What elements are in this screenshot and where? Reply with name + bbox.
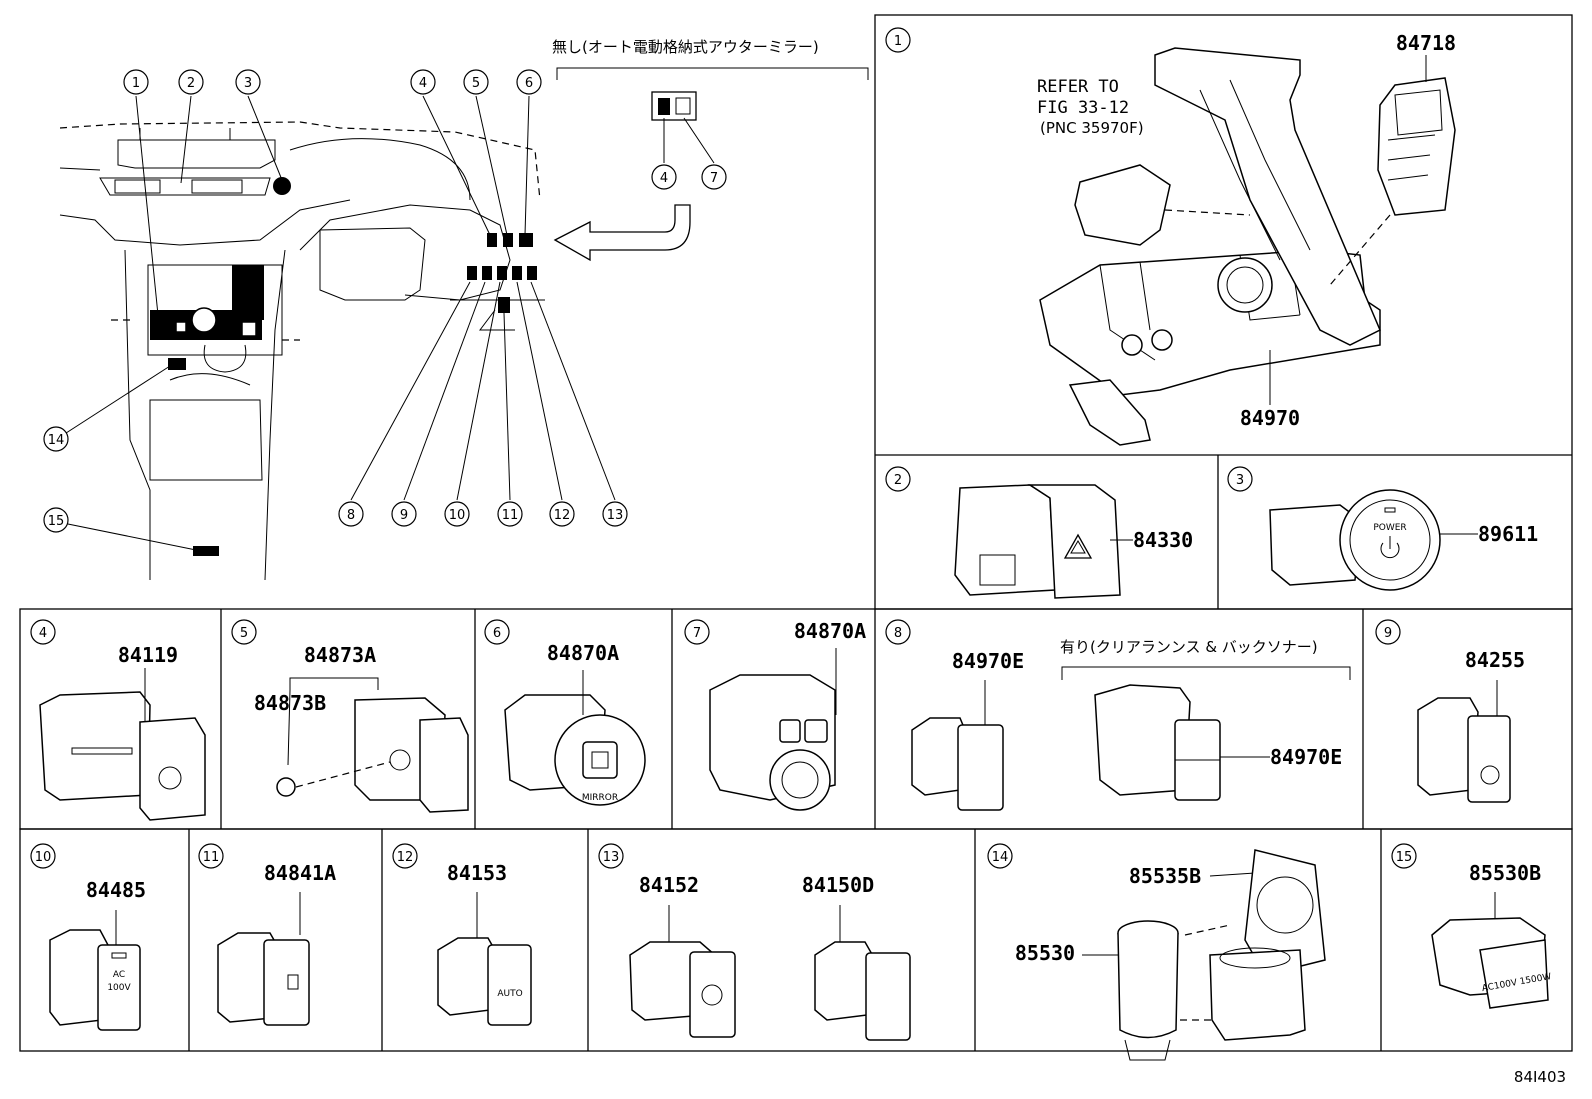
- callout-label: 7: [710, 171, 718, 186]
- auto-label: AUTO: [497, 989, 522, 999]
- part-number-84841A: 84841A: [264, 861, 336, 885]
- callout-label: 2: [187, 76, 195, 91]
- callout-13: 13: [602, 501, 628, 527]
- callout-3: 3: [235, 69, 261, 95]
- panel-number: 5: [240, 626, 248, 641]
- callout-7: 7: [701, 164, 727, 190]
- part-number-84970E-b: 84970E: [1270, 745, 1342, 769]
- callout-label: 4: [660, 171, 668, 186]
- callout-4: 4: [410, 69, 436, 95]
- part-number-85535B: 85535B: [1129, 864, 1201, 888]
- panel-borders: [19, 14, 1573, 1052]
- power-label: POWER: [1373, 523, 1406, 533]
- callout-6: 6: [516, 69, 542, 95]
- callout-label: 10: [449, 508, 466, 523]
- callout-11: 11: [497, 501, 523, 527]
- note-top: 無し(オート電動格納式アウターミラー): [552, 38, 819, 56]
- callout-2: 2: [178, 69, 204, 95]
- part-number-85530: 85530: [1015, 941, 1075, 965]
- panel-12: 12 84153 AUTO: [392, 843, 532, 1026]
- panel-number: 10: [35, 850, 52, 865]
- part-number-84970: 84970: [1240, 406, 1300, 430]
- part-number-84718: 84718: [1396, 31, 1456, 55]
- callout-label: 9: [400, 508, 408, 523]
- panel-number: 9: [1384, 626, 1392, 641]
- callout-15: 15: [43, 507, 69, 533]
- panel-1: 1 REFER TO FIG 33-12 (PNC 35970F) 84718 …: [885, 27, 1456, 446]
- panel-6: 6 MIRROR 84870A: [484, 619, 646, 806]
- callout-label: 8: [347, 508, 355, 523]
- callout-label: 11: [502, 508, 519, 523]
- panel-number: 14: [992, 850, 1009, 865]
- part-number-89611: 89611: [1478, 522, 1538, 546]
- panel-2: 2 84330: [885, 466, 1193, 599]
- panel-number: 7: [693, 626, 701, 641]
- refer-line2: FIG 33-12: [1037, 98, 1129, 118]
- voltage-label: 100V: [107, 983, 131, 993]
- part-number-84255: 84255: [1465, 648, 1525, 672]
- part-number-84150D: 84150D: [802, 873, 874, 897]
- panel-number: 12: [397, 850, 414, 865]
- part-number-84870A: 84870A: [794, 619, 866, 643]
- callout-9: 9: [391, 501, 417, 527]
- part-number-84119: 84119: [118, 643, 178, 667]
- panel-14: 14 85535B 85530: [987, 843, 1326, 1061]
- panel-15: 15 85530B AC100V 1500W: [1391, 843, 1552, 1009]
- panel-13: 13 84152 84150D: [598, 843, 911, 1041]
- panel-number: 3: [1236, 473, 1244, 488]
- panel-4: 4 84119: [30, 619, 206, 821]
- figure-id: 84I403: [1514, 1068, 1566, 1086]
- panel-number: 6: [493, 626, 501, 641]
- callout-label: 3: [244, 76, 252, 91]
- part-number-84873A: 84873A: [304, 643, 376, 667]
- panel-number: 15: [1396, 850, 1413, 865]
- callout-label: 13: [607, 508, 624, 523]
- callout-8: 8: [338, 501, 364, 527]
- callout-label: 6: [525, 76, 533, 91]
- panel-11: 11 84841A: [198, 843, 336, 1026]
- mirror-label: MIRROR: [582, 793, 618, 803]
- callout-label: 1: [132, 76, 140, 91]
- panel-5: 5 84873A 84873B: [231, 619, 469, 813]
- callout-label: 12: [554, 508, 571, 523]
- refer-line3: (PNC 35970F): [1040, 119, 1144, 137]
- panel-number: 13: [603, 850, 620, 865]
- callout-label: 14: [48, 433, 65, 448]
- panel-number: 11: [203, 850, 220, 865]
- callout-1: 1: [123, 69, 149, 95]
- callout-10: 10: [444, 501, 470, 527]
- part-number-84153: 84153: [447, 861, 507, 885]
- ac-label: AC: [113, 970, 125, 980]
- callout-14: 14: [43, 426, 69, 452]
- panel-number: 8: [894, 626, 902, 641]
- callout-12: 12: [549, 501, 575, 527]
- panel-7: 7 84870A: [684, 619, 866, 811]
- part-number-84152: 84152: [639, 873, 699, 897]
- refer-line1: REFER TO: [1037, 77, 1119, 97]
- panel-number: 4: [39, 626, 47, 641]
- part-number-84873B: 84873B: [254, 691, 326, 715]
- overview-leaders: [62, 95, 715, 551]
- callout-5: 5: [463, 69, 489, 95]
- callout-label: 5: [472, 76, 480, 91]
- panel-10: 10 84485 AC 100V: [30, 843, 146, 1031]
- panel-number: 1: [894, 34, 902, 49]
- part-number-84970E-a: 84970E: [952, 649, 1024, 673]
- part-number-85530B: 85530B: [1469, 861, 1541, 885]
- panel-9: 9 84255: [1375, 619, 1525, 803]
- callout-label: 15: [48, 514, 65, 529]
- dashboard-overview: [59, 67, 869, 581]
- panel-8: 8 84970E 有り(クリアランンス & バックソナー) 84970E: [885, 619, 1351, 811]
- callout-4-inset: 4: [651, 164, 677, 190]
- part-number-84330: 84330: [1133, 528, 1193, 552]
- part-number-84870A: 84870A: [547, 641, 619, 665]
- note-panel8: 有り(クリアランンス & バックソナー): [1060, 638, 1318, 656]
- panel-3: 3 POWER 89611: [1227, 466, 1538, 591]
- panel-number: 2: [894, 473, 902, 488]
- callout-label: 4: [419, 76, 427, 91]
- part-number-84485: 84485: [86, 878, 146, 902]
